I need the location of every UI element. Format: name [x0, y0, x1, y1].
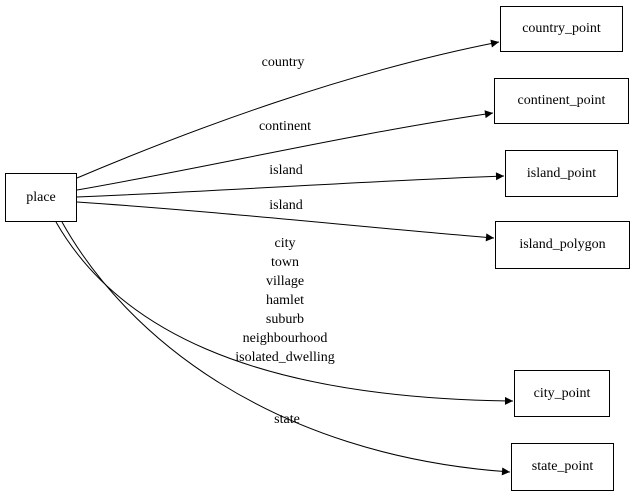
- node-island-polygon: island_polygon: [495, 221, 630, 269]
- node-island-point: island_point: [505, 150, 618, 197]
- edge-label-island-point: island: [269, 163, 303, 178]
- edge-place-island-point: [76, 172, 505, 198]
- edge-place-city-point: [55, 221, 514, 405]
- edge-place-continent-point: [76, 110, 494, 191]
- edge-place-island-polygon: [76, 201, 495, 242]
- node-state-point: state_point: [511, 443, 614, 491]
- edge-label-continent: continent: [258, 119, 312, 134]
- edge-place-country-point: [76, 39, 500, 179]
- node-continent-point: continent_point: [494, 78, 629, 124]
- edge-label-island-polygon: island: [269, 198, 303, 213]
- edge-label-city-group: city town village hamlet suburb neighbou…: [235, 236, 335, 365]
- node-city-point: city_point: [514, 370, 610, 417]
- edge-label-country: country: [261, 55, 305, 70]
- node-country-point: country_point: [500, 6, 623, 52]
- node-place: place: [5, 173, 77, 222]
- edge-place-state-point: [61, 221, 511, 476]
- edge-label-state: state: [274, 412, 300, 427]
